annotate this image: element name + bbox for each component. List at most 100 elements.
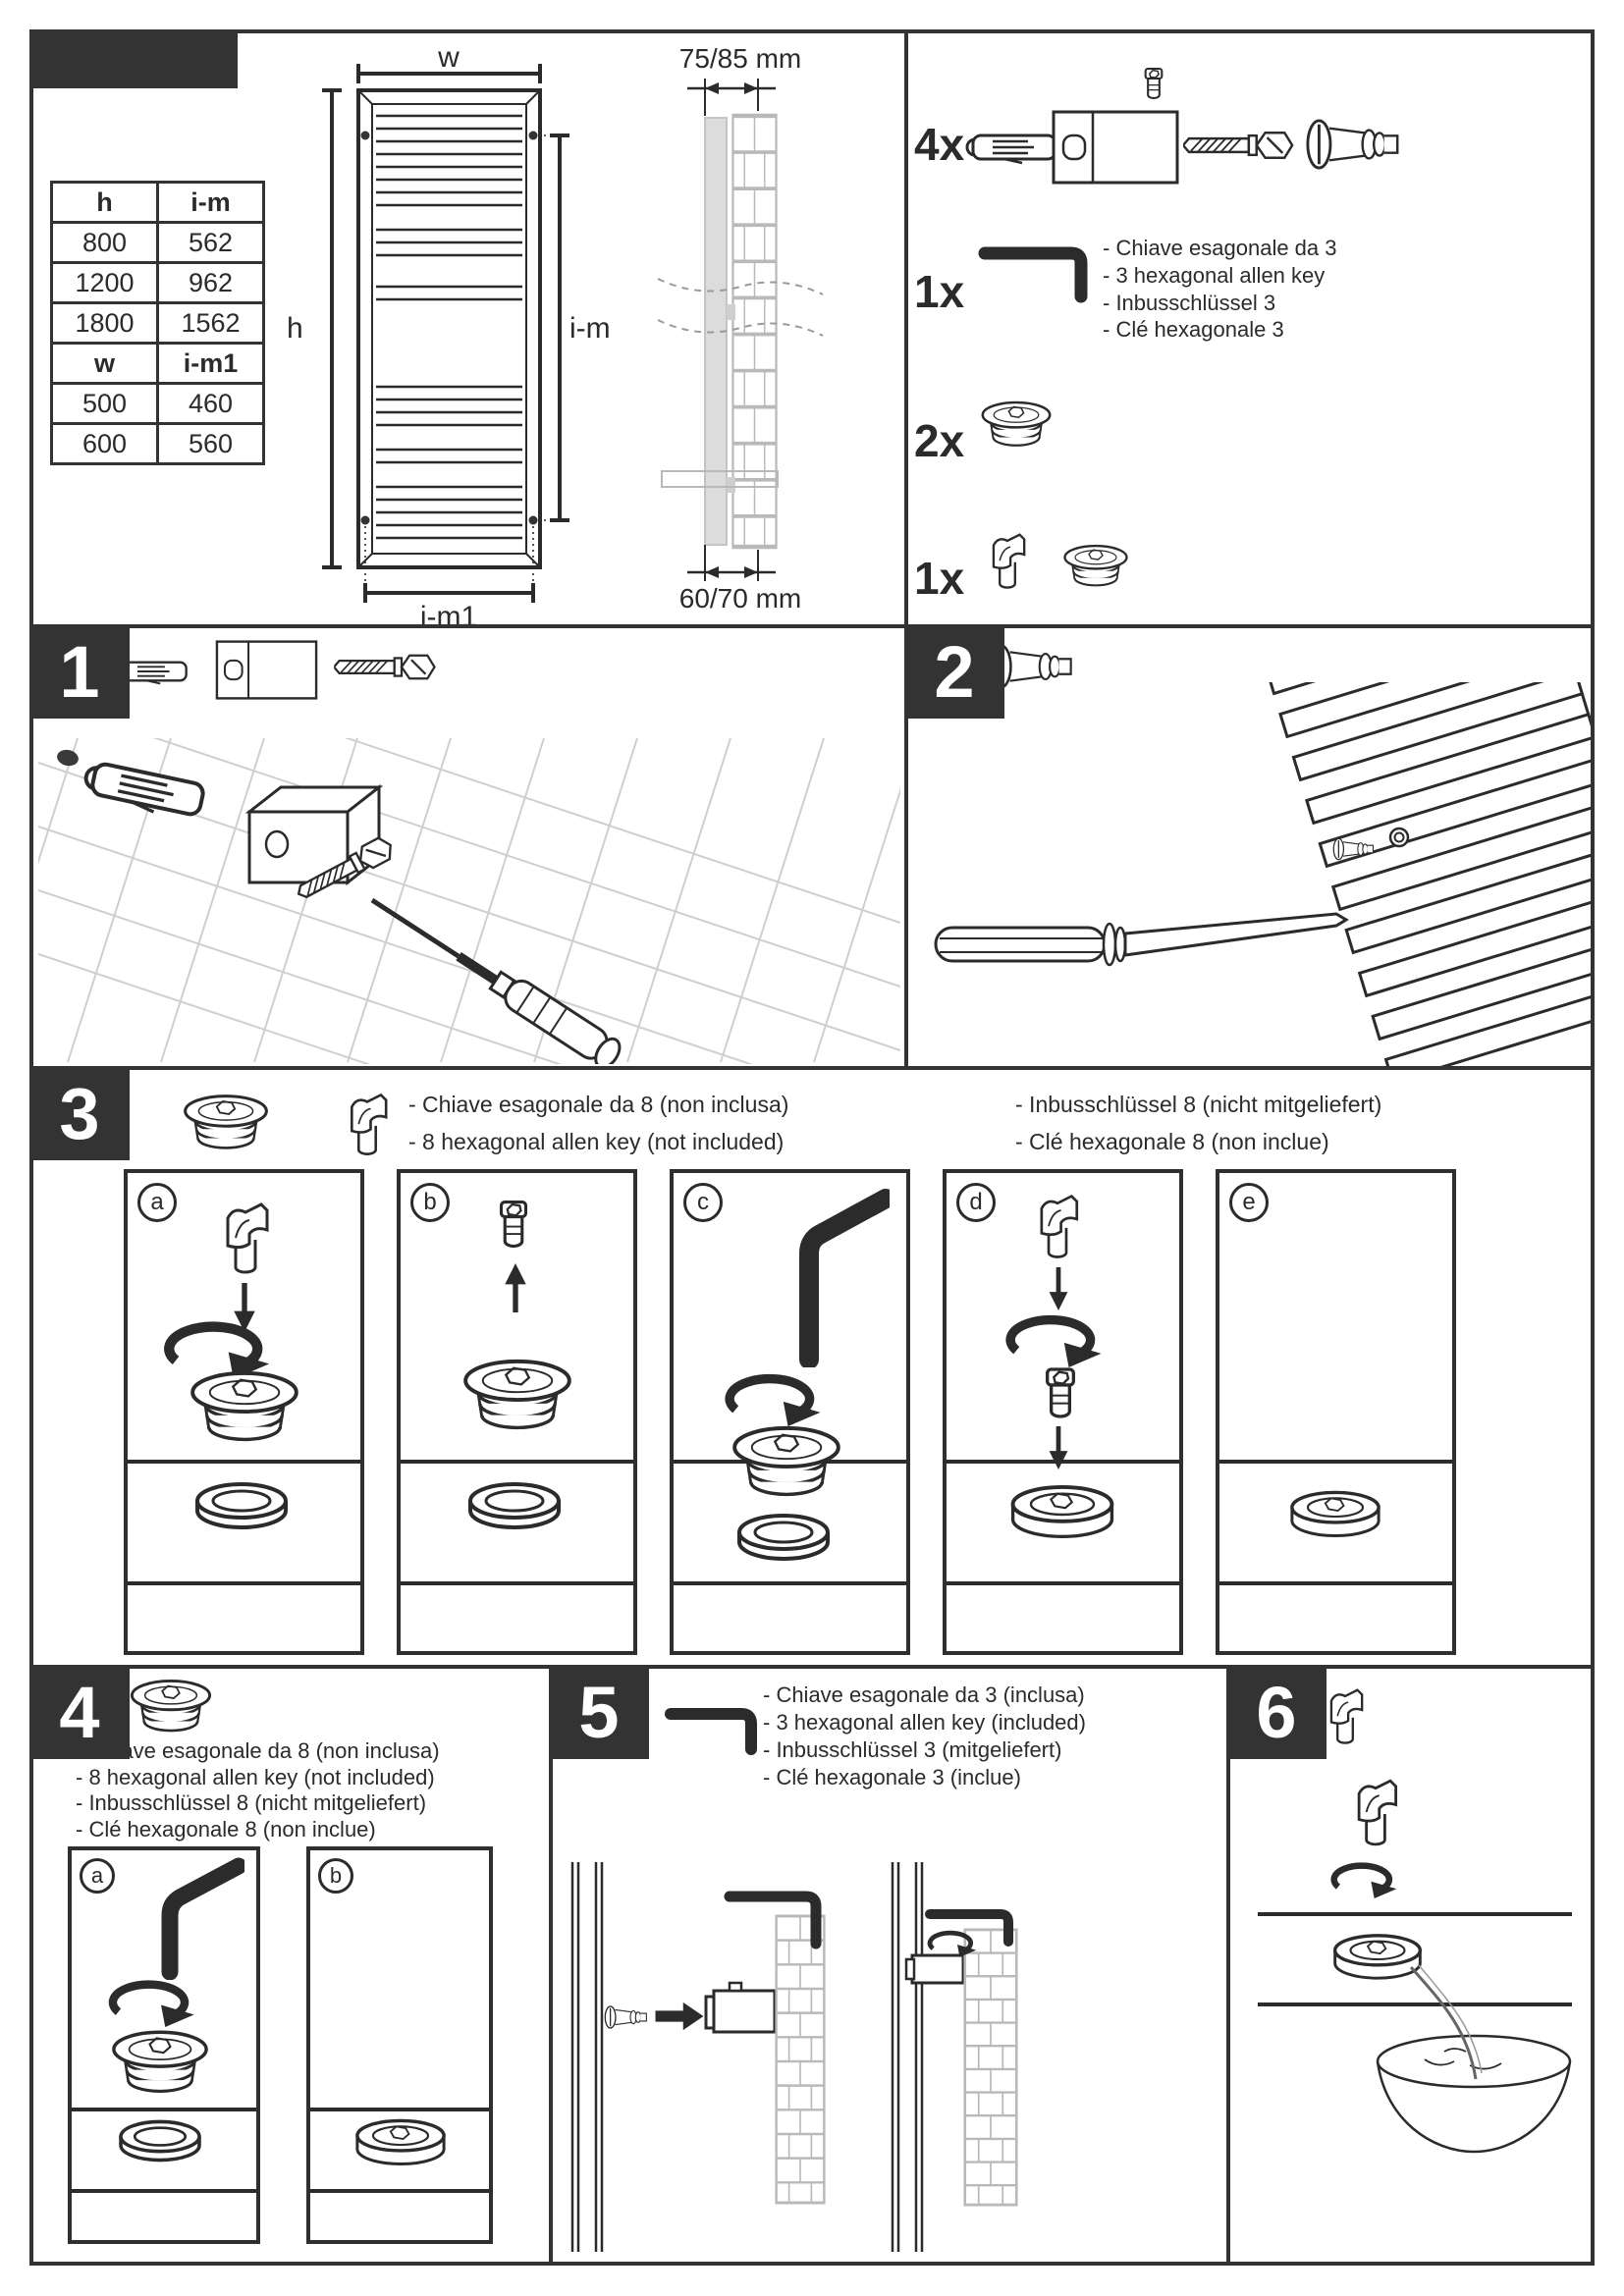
brick-wall-icon: [775, 1914, 826, 2205]
radiator-edge-line: [947, 1581, 1179, 1585]
step-5-illustration: [570, 1862, 1018, 2252]
down-arrow-icon: [1050, 1267, 1068, 1310]
radiator-edge-line: [947, 1460, 1179, 1464]
spacer-ring-icon: [1388, 827, 1410, 848]
step3-note-en: - 8 hexagonal allen key (not included): [408, 1129, 785, 1154]
hex-screw-icon: [334, 656, 434, 679]
brick-wall-icon: [732, 116, 776, 547]
air-vent-key-icon: [994, 535, 1024, 588]
parts-qty-1x-allen: 1x: [914, 266, 965, 317]
panel-step-2: 2: [904, 624, 1595, 1070]
air-vent-key-icon: [352, 1095, 386, 1153]
step-2-illustration: [934, 682, 1591, 1066]
screwdriver-icon: [370, 897, 622, 1064]
mounting-pin-icon: [1308, 121, 1397, 168]
gasket-ring-icon: [739, 1516, 828, 1559]
radiator-edge-line: [401, 1460, 633, 1464]
radiator-tube: [570, 1862, 604, 2252]
brick-wall-icon: [963, 1928, 1018, 2207]
wall-anchor-icon: [967, 135, 1056, 163]
step3-substep-c: c: [670, 1169, 910, 1655]
table-cell: 600: [50, 422, 159, 465]
panel-step-5: 5 - Chiave esagonale da 3 (inclusa) - 3 …: [549, 1665, 1230, 2266]
step-5-number: 5: [549, 1665, 649, 1759]
allen-key-icon: [724, 1891, 822, 1949]
grub-screw-icon: [1146, 69, 1163, 98]
down-arrow-icon: [1050, 1426, 1068, 1469]
allen-key-icon: [665, 1708, 757, 1755]
allen-key-icon: [925, 1909, 1013, 1947]
table-cell: 562: [156, 221, 265, 264]
blind-plug-icon: [192, 1373, 297, 1440]
seated-plug-icon: [1292, 1492, 1379, 1535]
table-cell: 1562: [156, 301, 265, 345]
seated-plug-icon: [1013, 1487, 1112, 1536]
wall-bracket-icon: [217, 642, 316, 699]
table-header-im: i-m: [156, 181, 265, 224]
panel-step-6: 6: [1226, 1665, 1595, 2266]
inter-axis-dim-label: i-m: [569, 312, 611, 345]
step3-substep-b: b: [397, 1169, 637, 1655]
step4-note-fr: - Clé hexagonale 8 (non inclue): [76, 1817, 376, 1842]
step-2-number: 2: [904, 624, 1004, 719]
step-4-number: 4: [29, 1665, 130, 1759]
step5-note-fr: - Clé hexagonale 3 (inclue): [763, 1765, 1021, 1789]
drill-hole: [57, 749, 79, 767]
blind-plug-icon: [1065, 546, 1127, 585]
radiator-tube: [891, 1862, 924, 2252]
radiator-edge-line: [72, 2108, 256, 2111]
rotation-arrow-icon: [113, 1985, 194, 2027]
parts-qty-2x: 2x: [914, 415, 965, 466]
radiator-edge-line: [1219, 1460, 1452, 1464]
wall-bracket-icon: [704, 1981, 777, 2034]
step-1-number: 1: [29, 624, 130, 719]
wall-distance-top-label: 75/85 mm: [678, 43, 802, 74]
substep-letter: d: [956, 1183, 996, 1222]
blind-plug-icon: [734, 1428, 839, 1495]
table-header-im1: i-m1: [156, 342, 265, 385]
step-1-illustration: [38, 738, 900, 1064]
table-cell: 800: [50, 221, 159, 264]
air-vent-key-icon: [228, 1204, 267, 1272]
step4-substep-a: a: [68, 1846, 260, 2244]
parts-qty-1x-vent: 1x: [914, 553, 965, 604]
blind-plug-icon: [186, 1096, 267, 1148]
mounting-pin-icon: [604, 2005, 648, 2029]
allen-note-fr: - Clé hexagonale 3: [1103, 317, 1284, 342]
air-vent-key-icon: [1042, 1197, 1077, 1257]
step5-note-en: - 3 hexagonal allen key (included): [763, 1710, 1086, 1735]
allen-key-icon: [978, 246, 1088, 303]
step3-substep-a: a: [124, 1169, 364, 1655]
radiator-edge-line: [310, 2108, 489, 2111]
right-arrow-icon: [655, 2002, 704, 2031]
allen-note-it: - Chiave esagonale da 3: [1103, 236, 1337, 260]
wall-bracket-icon: [1054, 112, 1177, 183]
brand-logo-placeholder: [29, 29, 238, 88]
radiator-edge-line: [1219, 1581, 1452, 1585]
hex-screw-icon: [1183, 133, 1292, 158]
step-6-number: 6: [1226, 1665, 1326, 1759]
substep-letter: a: [80, 1858, 115, 1894]
panel-step-3: 3 - Chiave esagonale da 8 (non inclusa) …: [29, 1066, 1595, 1669]
blind-plug-icon: [465, 1362, 569, 1428]
allen-key-icon: [161, 1857, 244, 1980]
table-header-w: w: [50, 342, 159, 385]
radiator-edge-line: [1258, 2002, 1572, 2006]
radiator-edge-line: [128, 1460, 360, 1464]
parts-qty-4x: 4x: [914, 119, 965, 170]
radiator-edge-line: [310, 2189, 489, 2193]
table-cell: 460: [156, 382, 265, 425]
blind-plug-icon: [983, 402, 1050, 446]
radiator-edge-line: [72, 2189, 256, 2193]
water-stream: [1418, 1964, 1483, 2074]
step5-note-de: - Inbusschlüssel 3 (mitgeliefert): [763, 1737, 1062, 1762]
height-dim-label: h: [287, 312, 303, 345]
table-cell: 962: [156, 261, 265, 304]
blind-plug-icon: [132, 1681, 209, 1731]
step4-substep-b: b: [306, 1846, 493, 2244]
radiator-edge-line: [128, 1581, 360, 1585]
substep-letter: b: [318, 1858, 353, 1894]
wall-distance-bottom-label: 60/70 mm: [678, 583, 802, 614]
rotation-arrow-icon: [730, 1379, 820, 1426]
